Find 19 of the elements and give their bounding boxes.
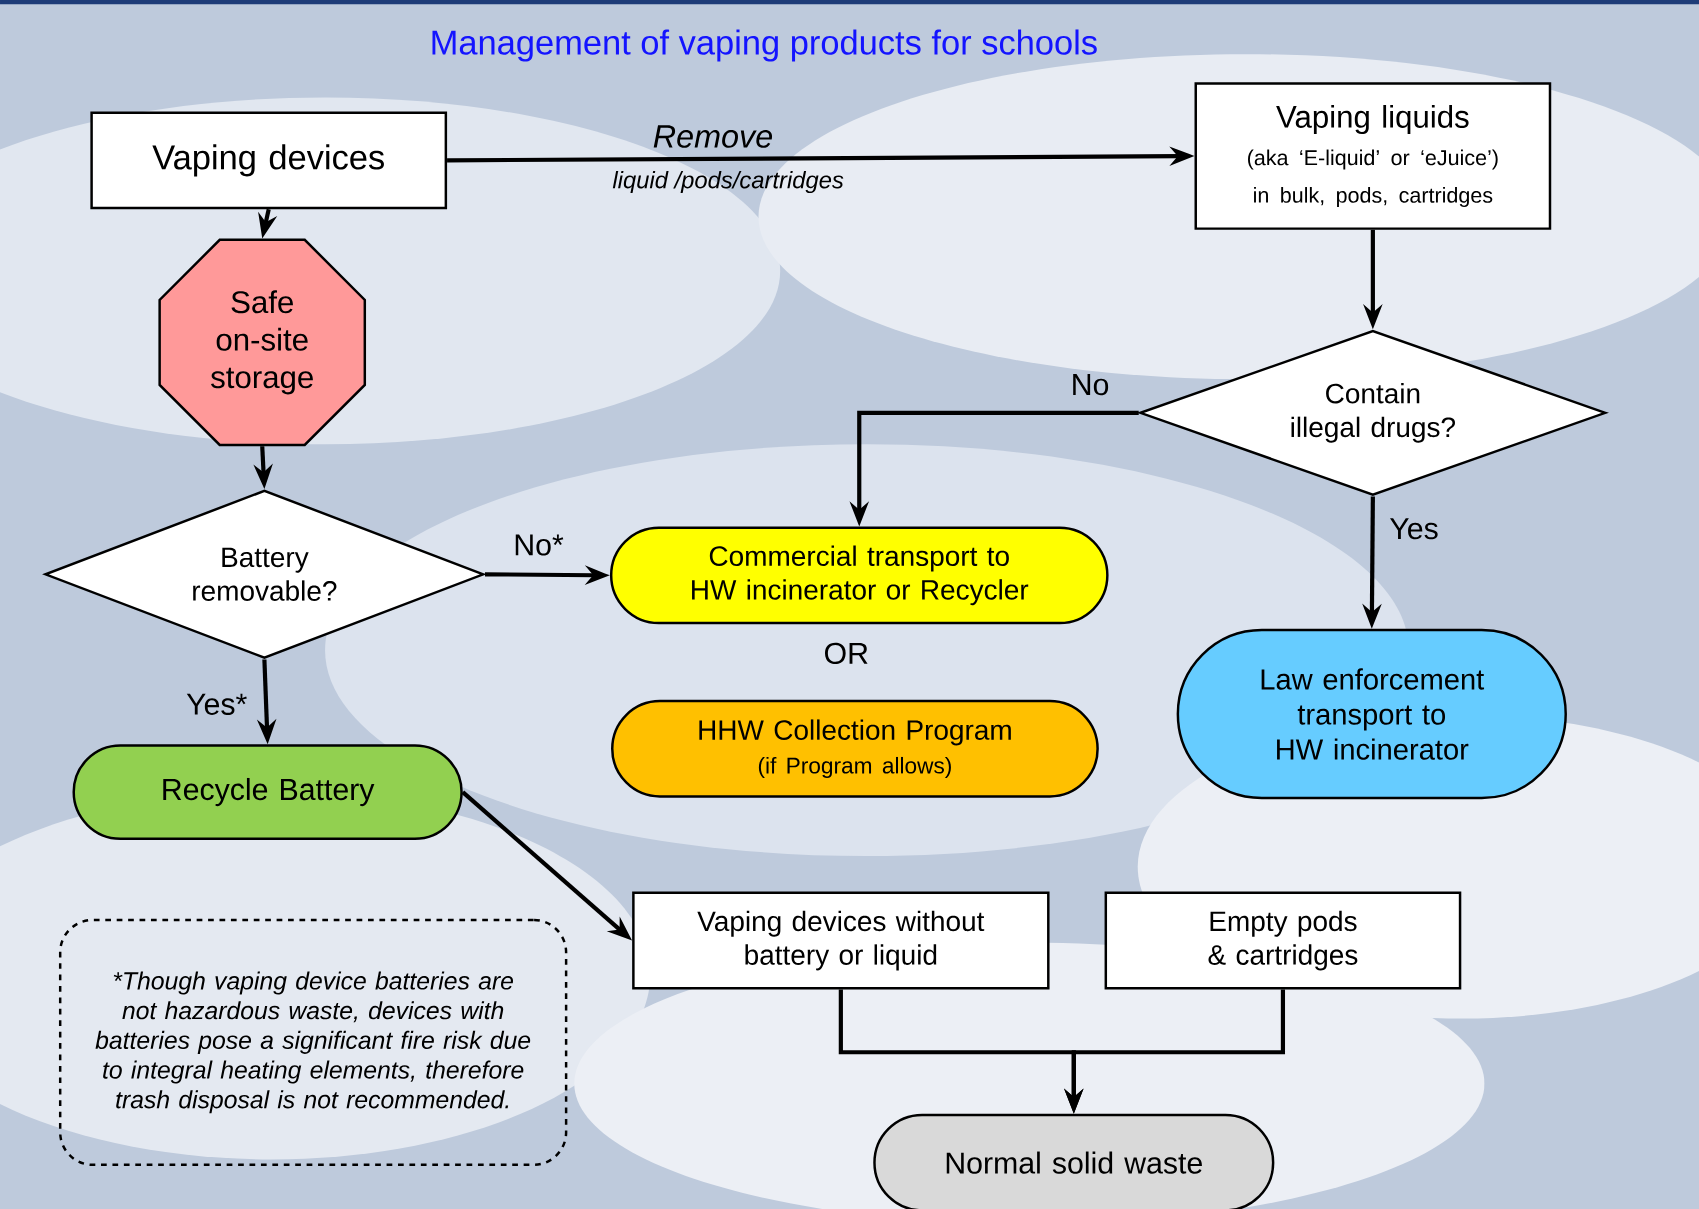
edge-label: No*	[515, 534, 564, 556]
edge-label: Yes	[1390, 518, 1438, 540]
edge-label: Remove	[653, 125, 773, 148]
text-label: liquid /pods/cartridges	[612, 170, 844, 193]
terminal-box: Law enforcement transport to HW incinerator	[1176, 628, 1567, 800]
terminal-box: Recycle Battery	[72, 744, 463, 840]
terminal-box: Commercial transport to HW incinerator or Recycler	[609, 526, 1109, 625]
edge-label: Yes*	[186, 693, 247, 715]
note-box: *Though vaping device batteries are not hazardous waste, devices with batteries pose a significant fire risk due to integral heating elements, therefore trash disposal is not recommended.	[58, 918, 568, 1166]
title: Management of vaping products for schools	[432, 29, 1097, 62]
process-box: Vaping liquids (aka ‘E-liquid’ or ‘eJuice’) in bulk, pods, cartridges	[1194, 82, 1552, 230]
process-box: Vaping devices without battery or liquid	[632, 891, 1050, 990]
terminal-box: HHW Collection Program (if Program allows)	[611, 699, 1099, 798]
process-box: Empty pods & cartridges	[1104, 891, 1462, 990]
terminal-box: Normal solid waste	[873, 1113, 1275, 1209]
stop-octagon: Safe on-site storage	[158, 238, 367, 447]
edge-label: No	[1073, 374, 1109, 396]
text-label: OR	[825, 642, 868, 664]
process-box: Vaping devices	[90, 111, 448, 210]
